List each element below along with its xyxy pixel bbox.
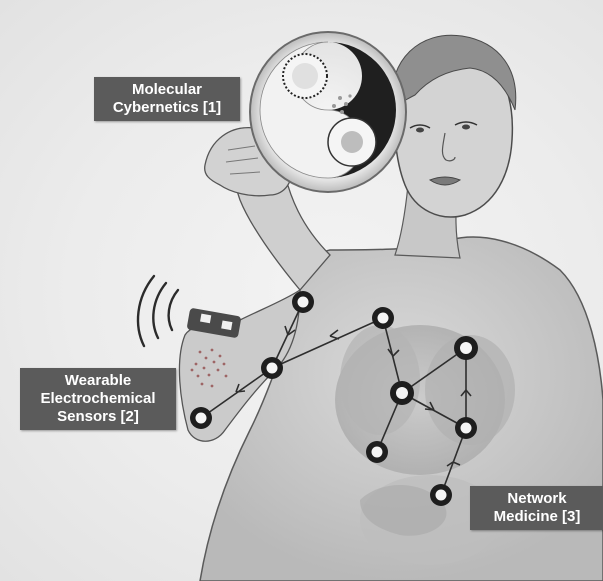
label-network-medicine: Network Medicine [3] [470, 486, 603, 530]
label-line: Network [478, 490, 596, 508]
label-line: Sensors [2] [28, 408, 168, 426]
network-node [366, 441, 388, 463]
head [392, 35, 516, 217]
label-line: Electrochemical [28, 390, 168, 408]
label-line: Medicine [3] [478, 508, 596, 526]
label-line: Molecular [102, 81, 232, 99]
signal-arcs-icon [138, 276, 178, 346]
label-molecular-cybernetics: Molecular Cybernetics [1] [94, 77, 240, 121]
network-node [390, 381, 414, 405]
petri-dish [250, 32, 406, 192]
network-node [455, 417, 477, 439]
label-line: Cybernetics [1] [102, 99, 232, 117]
label-wearable-sensors: Wearable Electrochemical Sensors [2] [20, 368, 176, 430]
network-node [292, 291, 314, 313]
label-line: Wearable [28, 372, 168, 390]
network-node [261, 357, 283, 379]
network-node [430, 484, 452, 506]
network-node [190, 407, 212, 429]
network-node [372, 307, 394, 329]
network-node [454, 336, 478, 360]
